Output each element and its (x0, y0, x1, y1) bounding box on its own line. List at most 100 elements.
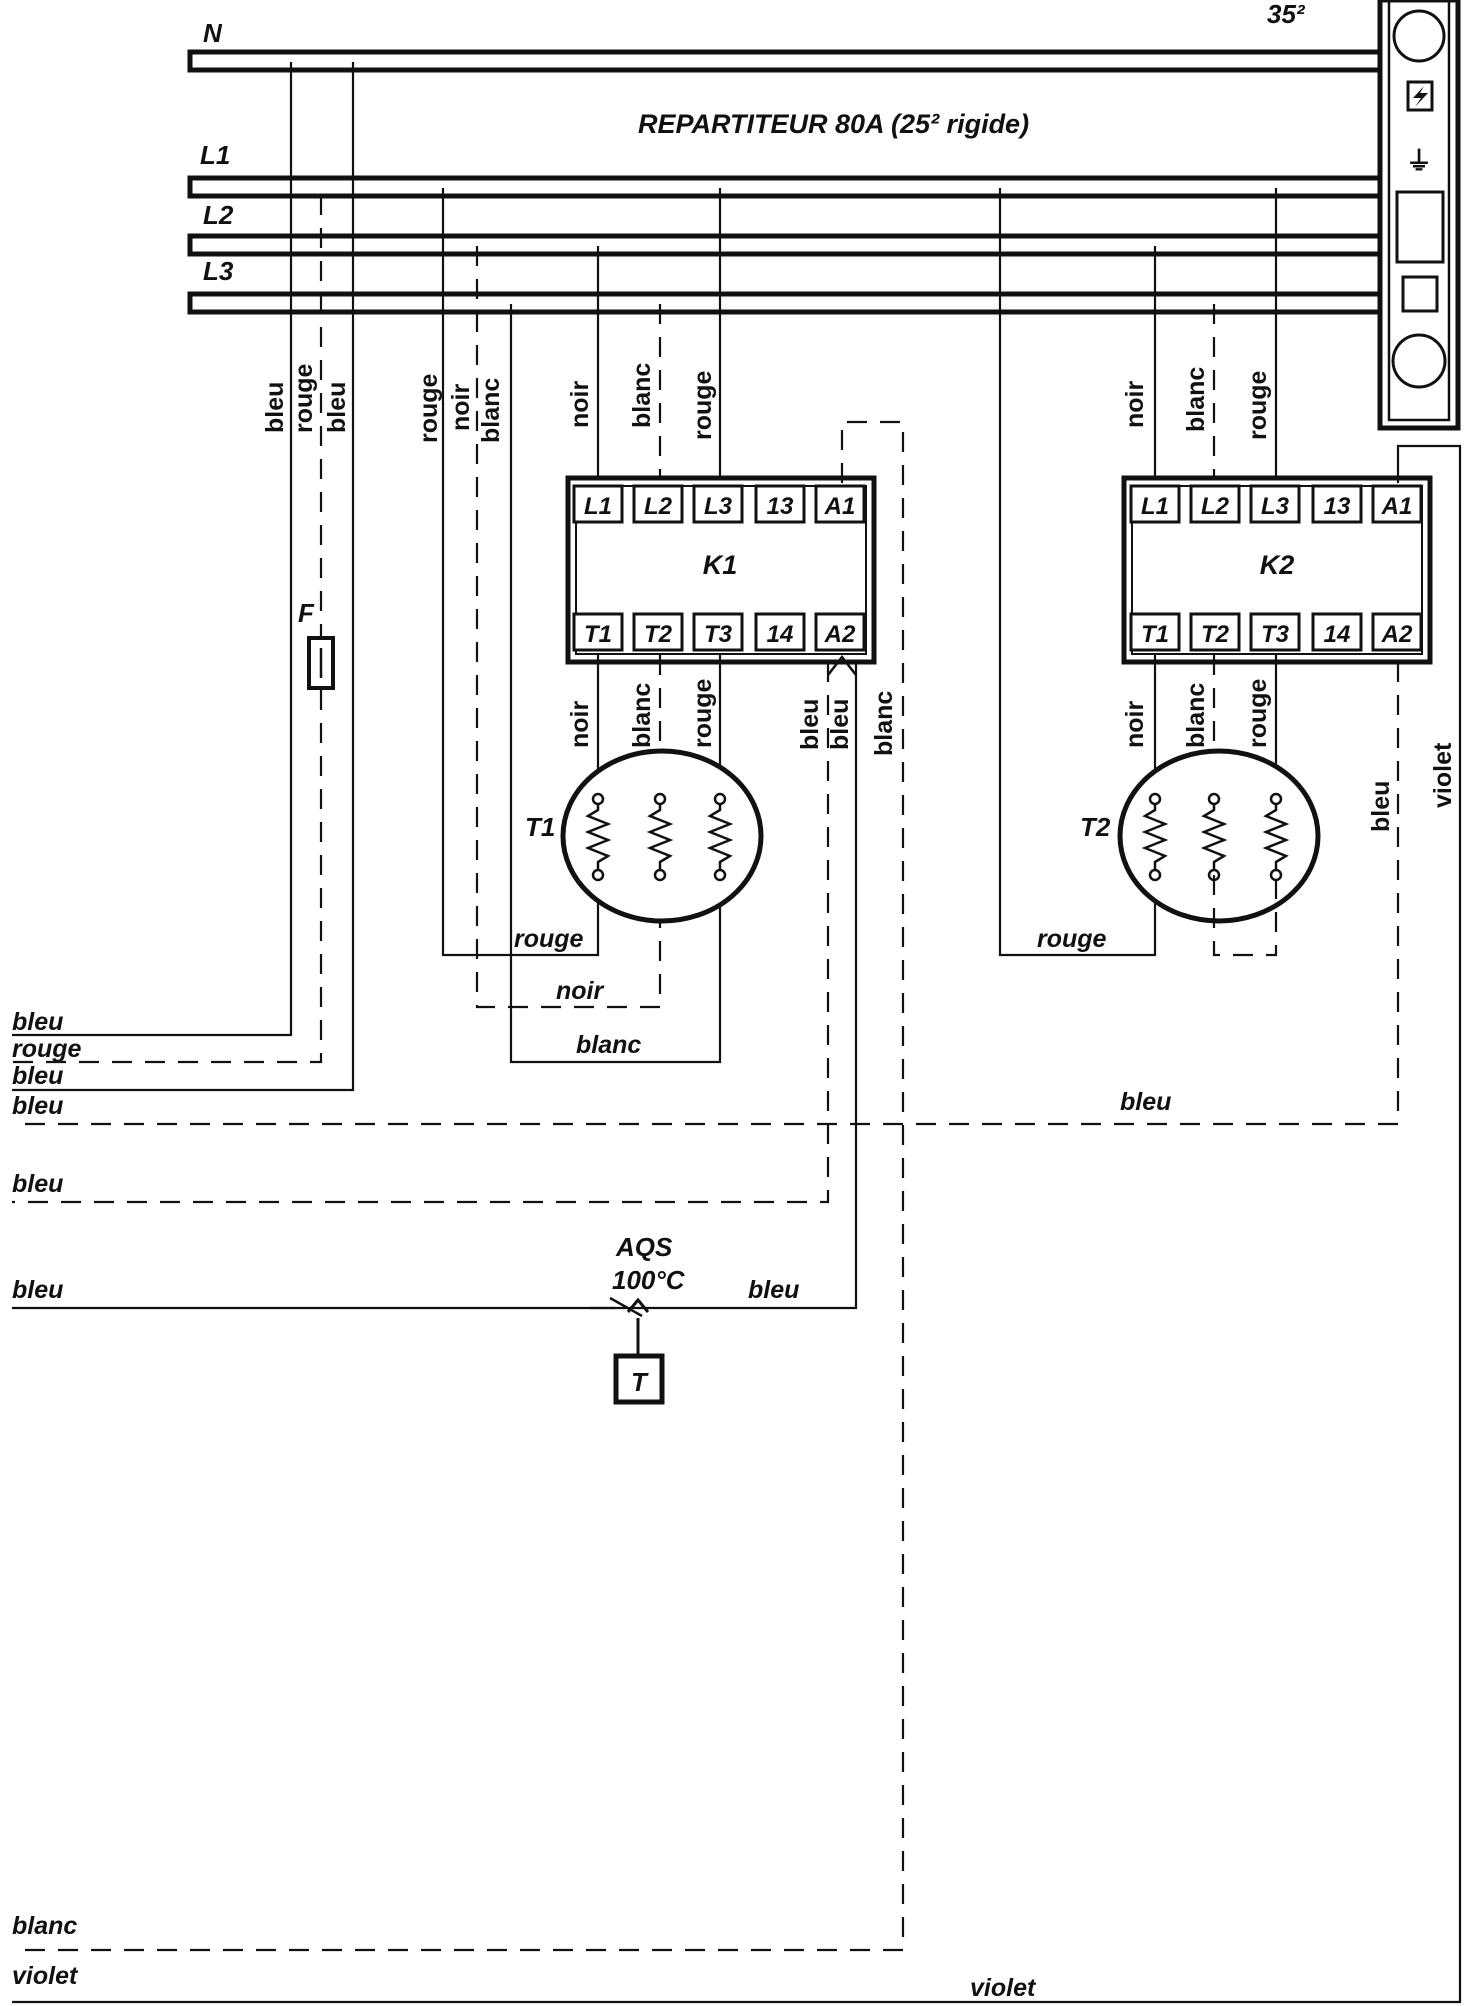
k1-a1-blanc-wire (12, 420, 905, 1952)
terminal-block-small (1401, 275, 1439, 313)
thermostat-aqs: T (12, 1296, 665, 1405)
wire-label-k2-out-blanc: blanc (1182, 683, 1210, 748)
wire-label-k2-coil-bleu: bleu (1367, 781, 1395, 832)
fuse-symbol (307, 636, 335, 690)
k2-inputs (1153, 188, 1278, 483)
k1-top-terminals: L1 L2 L3 13 A1 (572, 484, 866, 524)
bus-bar-l1 (187, 175, 1383, 199)
k2-terminal-t2: T2 (1201, 621, 1230, 648)
k2-heater-feed-rouge (998, 188, 1157, 957)
wire-label-bleu-2: bleu (323, 382, 351, 433)
left-label-blanc: blanc (12, 1912, 77, 1940)
k2-top-terminals: L1 L2 L3 13 A1 (1129, 484, 1423, 524)
heater-t2-label: T2 (1080, 812, 1111, 842)
bus-bar-n (187, 49, 1383, 73)
k2-terminal-a2: A2 (1381, 621, 1413, 648)
t2-neutral-loop (1212, 875, 1278, 957)
k1-terminal-a1: A1 (824, 493, 856, 520)
wire-label-k1-out-noir: noir (566, 701, 594, 748)
wire-label-k2-coil-violet: violet (1429, 742, 1457, 808)
k1-terminal-13: 13 (767, 493, 794, 520)
wire-label-k1-in-rouge: rouge (689, 370, 717, 440)
k1-terminal-l1: L1 (584, 493, 612, 520)
k1-bottom-terminals: T1 T2 T3 14 A2 (572, 612, 866, 652)
left-label-bleu-2: bleu (12, 1062, 63, 1090)
wire-label-k2-out-noir: noir (1121, 701, 1149, 748)
heater-t1 (560, 748, 764, 924)
thermostat-out-wire-label: bleu (748, 1276, 799, 1304)
wire-label-noir-k1feed: noir (447, 384, 475, 431)
k1-terminal-l2: L2 (644, 493, 673, 520)
k1-terminal-t1: T1 (584, 621, 612, 648)
heater-t2-body (1117, 748, 1321, 924)
wire-label-k1-coil-bleu-1: bleu (796, 699, 824, 750)
k2-terminal-l2: L2 (1201, 493, 1230, 520)
left-label-bleu-5: bleu (12, 1276, 63, 1304)
ground-icon: ⏚ (1406, 146, 1432, 176)
left-label-violet: violet (12, 1962, 79, 1990)
thermostat-sensor-box (613, 1353, 665, 1405)
k1-terminal-t3: T3 (704, 621, 733, 648)
k1-heater-feeds (441, 188, 722, 1064)
wire-label-bleu-1: bleu (261, 382, 289, 433)
k2-bottom-terminals: T1 T2 T3 14 A2 (1129, 612, 1423, 652)
bus-bars (187, 49, 1383, 315)
bleu-k2-return-label: bleu (1120, 1088, 1171, 1116)
heater-t1-resistors (584, 804, 734, 870)
terminal-block-large (1395, 190, 1445, 264)
k2-terminal-t1: T1 (1141, 621, 1169, 648)
k2-terminal-14: 14 (1324, 621, 1351, 648)
k1-terminal-l3: L3 (704, 493, 733, 520)
k2-a2-bleu-wire (12, 662, 1400, 1126)
wire-label-rouge-1: rouge (290, 363, 318, 433)
k2-a1-violet-wire (12, 444, 1462, 2004)
k1-terminal-14: 14 (767, 621, 794, 648)
wire-label-k1-in-blanc: blanc (628, 363, 656, 428)
repartiteur-title: REPARTITEUR 80A (25² rigide) (638, 109, 1029, 139)
bus-label-l3: L3 (203, 256, 234, 286)
k1-label: K1 (703, 550, 738, 580)
k1-terminal-a2: A2 (824, 621, 856, 648)
left-label-rouge: rouge (12, 1035, 82, 1063)
heater-t2-resistors (1141, 804, 1290, 870)
bus-bar-l2 (187, 233, 1383, 257)
k1-a2-aqs-wire (590, 662, 858, 1310)
wire-label-k2-in-rouge: rouge (1244, 370, 1272, 440)
wire-label-k2-in-blanc: blanc (1182, 367, 1210, 432)
k2-terminal-l3: L3 (1261, 493, 1290, 520)
k1-a2-bleu-wire (12, 662, 830, 1204)
left-label-bleu-3: bleu (12, 1092, 63, 1120)
terminal-strip: ⏚ (1377, 0, 1461, 431)
k1-terminal-t2: T2 (644, 621, 673, 648)
left-label-bleu-4: bleu (12, 1170, 63, 1198)
wire-label-k1-in-noir: noir (566, 381, 594, 428)
t1-return-rouge-label: rouge (514, 925, 584, 953)
k2-terminal-a1: A1 (1381, 493, 1413, 520)
thermostat-sensor-label: T (631, 1367, 649, 1397)
terminal-circle-bottom (1391, 333, 1447, 389)
k2-terminal-13: 13 (1324, 493, 1351, 520)
wire-label-k2-in-noir: noir (1121, 381, 1149, 428)
wire-label-k2-out-rouge: rouge (1244, 678, 1272, 748)
fuse-label: F (298, 598, 315, 628)
k2-label: K2 (1260, 550, 1295, 580)
bus-bar-l3 (187, 291, 1383, 315)
contactor-k2: L1 L2 L3 13 A1 K2 T1 T2 T3 14 A2 (1121, 475, 1433, 665)
terminal-circle-top (1392, 9, 1446, 63)
wire-label-blanc-k1feed: blanc (477, 378, 505, 443)
thermostat-name: AQS (615, 1232, 673, 1262)
heater-t2 (1117, 748, 1321, 924)
k2-terminal-t3: T3 (1261, 621, 1290, 648)
wire-label-k1-coil-blanc: blanc (870, 691, 898, 756)
bus-label-l1: L1 (200, 140, 230, 170)
wire-label-rouge-k1feed: rouge (415, 373, 443, 443)
left-label-bleu-1: bleu (12, 1008, 63, 1036)
bus-label-l2: L2 (203, 200, 234, 230)
feed-wires (12, 62, 355, 1092)
heater-t1-label: T1 (525, 812, 555, 842)
t2-return-rouge-label: rouge (1037, 925, 1107, 953)
k2-terminal-l1: L1 (1141, 493, 1169, 520)
wire-label-k1-out-blanc: blanc (628, 683, 656, 748)
t1-return-blanc-label: blanc (576, 1031, 641, 1059)
